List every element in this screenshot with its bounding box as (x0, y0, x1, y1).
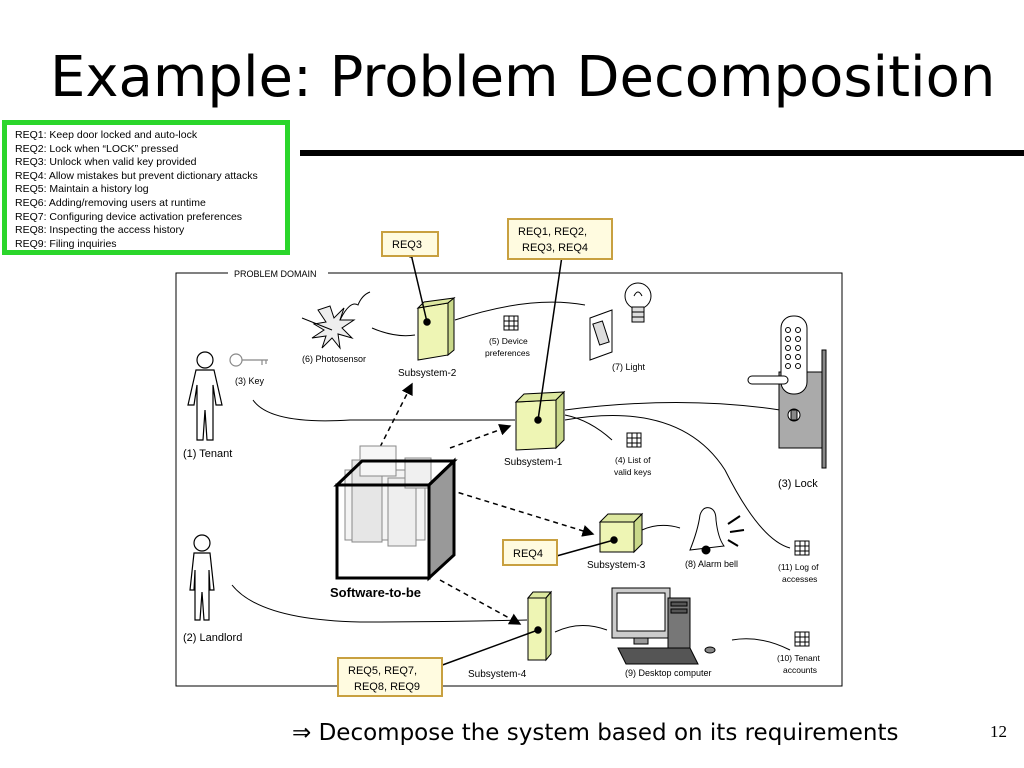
requirement-item: REQ6: Adding/removing users at runtime (15, 196, 206, 209)
key-icon (229, 353, 268, 367)
subsystem-2-label: Subsystem-2 (398, 368, 457, 379)
problem-domain-frame (175, 272, 843, 687)
subsystem-1-box (514, 390, 566, 451)
requirement-item: REQ1: Keep door locked and auto-lock (15, 129, 198, 141)
subsystem-4-box (526, 590, 553, 662)
software-to-be-cube (333, 445, 458, 582)
photosensor-label: (6) Photosensor (302, 354, 366, 364)
callout-req4: REQ4 (502, 539, 558, 566)
device-preferences-label-1: (5) Device (489, 336, 528, 346)
callout-req1234: REQ1, REQ2, REQ3, REQ4 (507, 218, 613, 260)
log-of-accesses-icon (794, 540, 810, 556)
lock-label: (3) Lock (778, 478, 818, 490)
subsystem-3-box (598, 512, 644, 554)
requirement-item: REQ4: Allow mistakes but prevent diction… (15, 169, 258, 182)
footer-statement: ⇒ Decompose the system based on its requ… (292, 720, 899, 746)
requirement-item: REQ5: Maintain a history log (15, 183, 149, 196)
light-bulb-icon (624, 282, 652, 323)
desktop-computer-icon (611, 587, 716, 665)
page-number: 12 (990, 722, 1007, 741)
tenant-label: (1) Tenant (183, 448, 232, 460)
valid-keys-label-2: valid keys (614, 467, 651, 477)
callout-req5789-line1: REQ5, REQ7, (348, 665, 417, 677)
landlord-figure-icon (189, 534, 215, 621)
light-switch-icon (589, 309, 613, 361)
callout-req3-text: REQ3 (392, 239, 422, 251)
decomposition-arrows (375, 382, 595, 625)
requirement-item: REQ2: Lock when “LOCK” pressed (15, 142, 179, 155)
callout-req1234-line2: REQ3, REQ4 (522, 242, 588, 254)
alarm-bell-icon (689, 507, 745, 555)
valid-keys-icon (626, 432, 642, 448)
door-lock-icon (747, 315, 827, 469)
implies-arrow-icon: ⇒ (292, 720, 312, 746)
photosensor-icon (301, 291, 371, 350)
software-to-be-label: Software-to-be (330, 585, 421, 600)
desktop-computer-label: (9) Desktop computer (625, 668, 712, 678)
log-label-2: accesses (782, 574, 817, 584)
light-label: (7) Light (612, 362, 646, 372)
connector-curves (231, 301, 791, 651)
subsystem-1-label: Subsystem-1 (504, 457, 563, 468)
subsystem-4-label: Subsystem-4 (468, 669, 527, 680)
log-label-1: (11) Log of (778, 562, 819, 572)
requirement-item: REQ3: Unlock when valid key provided (15, 156, 197, 169)
alarm-bell-label: (8) Alarm bell (685, 559, 738, 569)
title-rule (300, 150, 1024, 156)
valid-keys-label-1: (4) List of (615, 455, 651, 465)
device-preferences-label-2: preferences (485, 348, 530, 358)
callout-req1234-line1: REQ1, REQ2, (518, 226, 587, 238)
footer-text: Decompose the system based on its requir… (318, 720, 899, 746)
requirements-box: REQ1: Keep door locked and auto-lock REQ… (2, 120, 290, 255)
device-preferences-icon (503, 315, 519, 331)
callout-req5789-line2: REQ8, REQ9 (354, 681, 420, 693)
problem-domain-label: PROBLEM DOMAIN (234, 269, 317, 279)
tenant-accounts-label-2: accounts (783, 665, 817, 675)
landlord-label: (2) Landlord (183, 632, 242, 644)
requirement-item: REQ7: Configuring device activation pref… (15, 210, 243, 223)
tenant-accounts-label-1: (10) Tenant (777, 653, 820, 663)
slide-title: Example: Problem Decomposition (50, 45, 996, 110)
subsystem-3-label: Subsystem-3 (587, 560, 646, 571)
tenant-accounts-icon (794, 631, 810, 647)
key-label: (3) Key (235, 376, 265, 386)
requirement-item: REQ8: Inspecting the access history (15, 224, 185, 237)
callout-req3: REQ3 (381, 231, 439, 257)
tenant-figure-icon (187, 351, 223, 441)
requirement-item: REQ9: Filing inquiries (15, 237, 117, 250)
callout-req4-text: REQ4 (513, 548, 543, 560)
callout-req5789: REQ5, REQ7, REQ8, REQ9 (337, 657, 443, 697)
